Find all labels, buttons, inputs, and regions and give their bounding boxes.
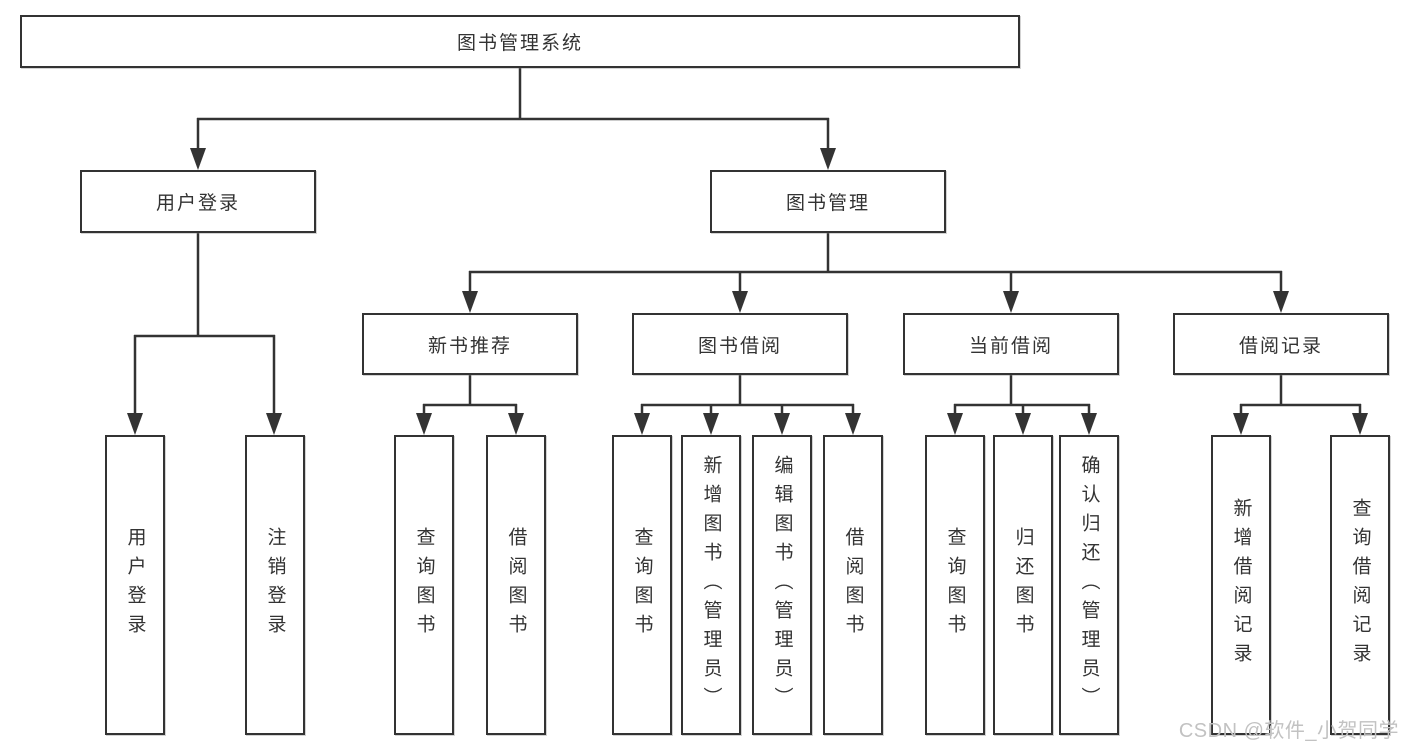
node-label: 确认归还（管理员） xyxy=(1078,454,1100,716)
leaf-query-borrow-record: 查询借阅记录 xyxy=(1330,435,1390,735)
leaf-query-books-recommend: 查询图书 xyxy=(394,435,454,735)
node-current-borrow: 当前借阅 xyxy=(903,313,1119,375)
edge-new-book-recommend-to-leaves xyxy=(416,375,524,435)
node-book-borrow: 图书借阅 xyxy=(632,313,848,375)
node-label: 图书管理系统 xyxy=(456,33,583,54)
leaf-return-books: 归还图书 xyxy=(993,435,1053,735)
edge-root-to-level2 xyxy=(190,68,836,170)
edge-current-borrow-to-leaves xyxy=(947,375,1097,435)
node-label: 借阅图书 xyxy=(505,527,527,643)
leaf-edit-books-admin: 编辑图书（管理员） xyxy=(752,435,812,735)
node-label: 图书管理 xyxy=(785,193,870,214)
edge-book-management-to-level3 xyxy=(462,233,1289,313)
node-label: 新增借阅记录 xyxy=(1230,498,1252,672)
node-label: 归还图书 xyxy=(1012,527,1034,643)
node-book-management: 图书管理 xyxy=(710,170,946,233)
node-label: 当前借阅 xyxy=(968,335,1053,357)
csdn-watermark: CSDN @软件_小贺同学 xyxy=(1178,720,1399,742)
leaf-borrow-books-recommend: 借阅图书 xyxy=(486,435,546,735)
node-label: 查询借阅记录 xyxy=(1349,498,1371,672)
edge-user-login-to-leaves xyxy=(127,233,282,435)
node-borrow-record: 借阅记录 xyxy=(1173,313,1389,375)
leaf-borrow-books: 借阅图书 xyxy=(823,435,883,735)
edge-borrow-record-to-leaves xyxy=(1233,375,1368,435)
leaf-confirm-return-admin: 确认归还（管理员） xyxy=(1059,435,1119,735)
node-label: 编辑图书（管理员） xyxy=(771,454,793,716)
edge-book-borrow-to-leaves xyxy=(634,375,861,435)
leaf-query-books-borrow: 查询图书 xyxy=(612,435,672,735)
node-label: 用户登录 xyxy=(155,193,240,214)
node-label: 图书借阅 xyxy=(697,335,782,357)
node-label: 注销登录 xyxy=(264,527,286,643)
node-label: 查询图书 xyxy=(413,527,435,643)
node-label: 用户登录 xyxy=(124,527,146,643)
node-root-library-system: 图书管理系统 xyxy=(20,15,1020,68)
node-label: 借阅图书 xyxy=(842,527,864,643)
leaf-logout: 注销登录 xyxy=(245,435,305,735)
node-label: 查询图书 xyxy=(944,527,966,643)
node-label: 查询图书 xyxy=(631,527,653,643)
node-user-login: 用户登录 xyxy=(80,170,316,233)
node-label: 新增图书（管理员） xyxy=(700,454,722,716)
leaf-add-borrow-record: 新增借阅记录 xyxy=(1211,435,1271,735)
leaf-add-books-admin: 新增图书（管理员） xyxy=(681,435,741,735)
node-new-book-recommend: 新书推荐 xyxy=(362,313,578,375)
leaf-query-books-current: 查询图书 xyxy=(925,435,985,735)
node-label: 借阅记录 xyxy=(1238,335,1323,357)
node-label: 新书推荐 xyxy=(427,335,512,357)
leaf-user-login: 用户登录 xyxy=(105,435,165,735)
